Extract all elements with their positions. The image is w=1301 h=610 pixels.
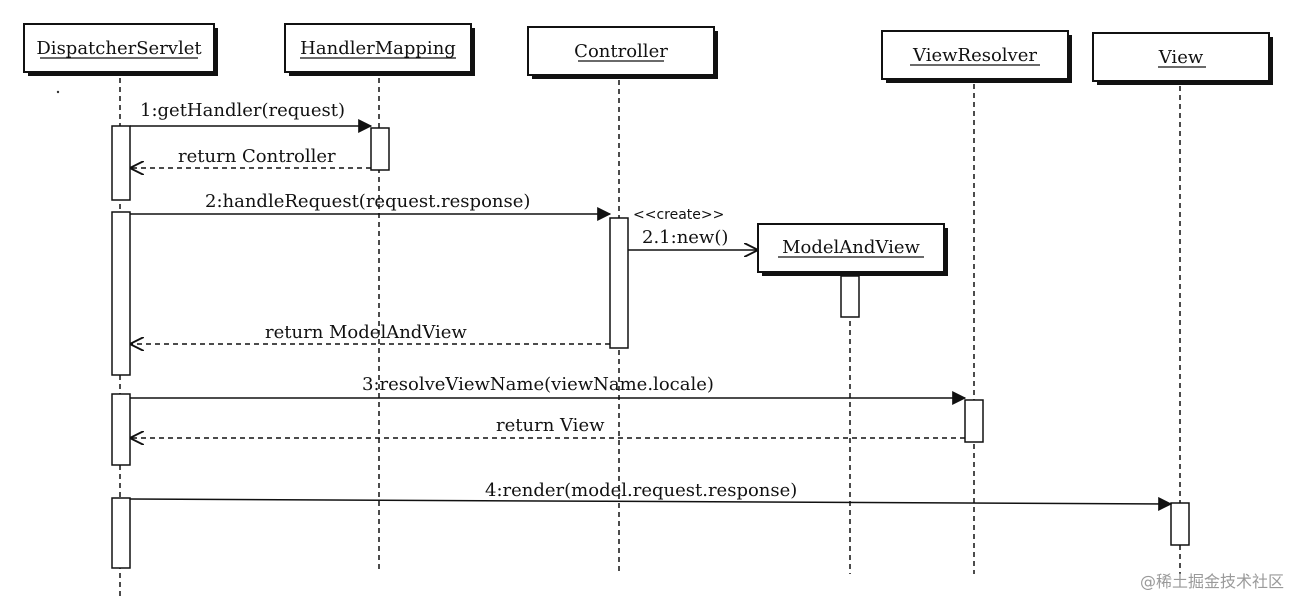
participant-viewresolver: ViewResolver	[881, 30, 1072, 83]
message-label-resolveviewname: 3:resolveViewName(viewName.locale)	[362, 374, 714, 395]
participant-dispatcherservlet: DispatcherServlet	[23, 23, 218, 76]
message-label-handlerequest: 2:handleRequest(request.response)	[205, 191, 530, 212]
activation-dispatcher-1	[111, 125, 131, 201]
activation-controller	[609, 217, 629, 349]
participant-modelandview: ModelAndView	[757, 223, 948, 276]
activation-dispatcher-2	[111, 211, 131, 376]
message-label-render: 4:render(model.request.response)	[485, 480, 797, 501]
activation-handlermapping	[370, 127, 390, 171]
participant-label-handlermapping: HandlerMapping	[300, 38, 456, 59]
participant-label-controller: Controller	[574, 41, 668, 62]
return-label-view: return View	[496, 415, 605, 436]
participant-controller: Controller	[527, 26, 718, 79]
participant-label-dispatcherservlet: DispatcherServlet	[36, 38, 202, 59]
stereotype-create: <<create>>	[633, 207, 724, 223]
participant-view: View	[1092, 32, 1273, 85]
activation-viewresolver	[964, 399, 984, 443]
participant-label-view: View	[1158, 47, 1204, 68]
participant-handlermapping: HandlerMapping	[284, 23, 475, 76]
activation-dispatcher-3	[111, 393, 131, 466]
message-label-new: 2.1:new()	[642, 227, 728, 248]
activation-modelandview	[840, 275, 860, 318]
scan-dot	[56, 90, 60, 94]
activation-view	[1170, 502, 1190, 546]
activation-dispatcher-4	[111, 497, 131, 569]
message-label-gethandler: 1:getHandler(request)	[140, 100, 345, 121]
watermark-text: @稀土掘金技术社区	[1140, 572, 1284, 591]
return-label-modelandview: return ModelAndView	[265, 322, 467, 343]
message-arrow-render	[129, 496, 1173, 511]
participant-label-viewresolver: ViewResolver	[912, 45, 1037, 66]
participant-label-modelandview: ModelAndView	[782, 237, 920, 258]
return-label-controller: return Controller	[178, 146, 336, 167]
